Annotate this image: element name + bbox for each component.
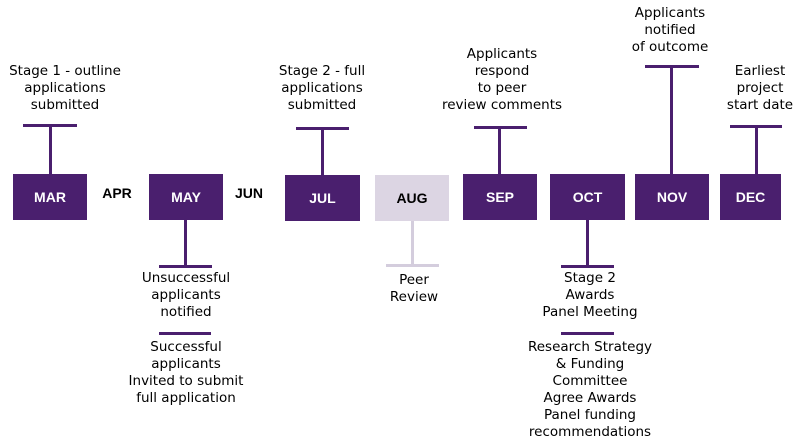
mar-connector-stem	[49, 124, 52, 174]
oct-divider	[561, 332, 614, 335]
successful-line-2: applicants	[151, 356, 221, 372]
peer-review-line-2: Review	[389, 289, 439, 305]
month-box-sep: SEP	[463, 174, 537, 220]
committee-line-2: & Funding	[555, 356, 625, 372]
may-connector-bar	[159, 265, 212, 268]
stage1-line-2: applications	[24, 80, 106, 96]
month-box-nov: NOV	[635, 174, 709, 220]
successful-line-1: Successful	[150, 339, 222, 355]
stage1-line-3: submitted	[30, 97, 100, 113]
month-box-oct: OCT	[550, 174, 625, 220]
unsuccessful-line-1: Unsuccessful	[141, 270, 231, 286]
dec-connector-stem	[755, 125, 758, 174]
start-line-1: Earliest	[734, 63, 786, 79]
start-line-2: project	[736, 80, 784, 96]
respond-line-2: respond	[474, 63, 530, 79]
may-divider	[159, 332, 211, 335]
panel-line-2: Awards	[565, 287, 615, 303]
committee-line-4: Agree Awards	[543, 390, 637, 406]
respond-line-3: to peer	[477, 80, 527, 96]
jul-connector-stem	[321, 127, 324, 175]
stage2-line-2: applications	[281, 80, 363, 96]
sep-connector-stem	[498, 126, 501, 174]
committee-line-3: Committee	[552, 373, 628, 389]
respond-line-1: Applicants	[466, 46, 538, 62]
committee-line-5: Panel funding	[543, 407, 637, 423]
successful-line-3: Invited to submit	[128, 373, 244, 389]
notified-line-3: of outcome	[631, 39, 709, 55]
month-box-mar: MAR	[13, 174, 87, 220]
respond-label: Applicants respond to peer review commen…	[440, 46, 564, 114]
stage1-label: Stage 1 - outline applications submitted	[0, 63, 132, 114]
month-box-jul: JUL	[285, 175, 360, 221]
successful-line-4: full application	[136, 390, 236, 406]
month-box-aug: AUG	[375, 175, 449, 221]
successful-label: Successful applicants Invited to submit …	[114, 339, 258, 407]
panel-line-3: Panel Meeting	[542, 304, 638, 320]
aug-connector-bar	[386, 264, 439, 267]
aug-connector-stem	[411, 221, 414, 266]
stage2-line-1: Stage 2 - full	[278, 63, 366, 79]
stage1-line-1: Stage 1 - outline	[9, 63, 121, 79]
month-box-dec: DEC	[720, 174, 781, 220]
peer-review-label: Peer Review	[374, 272, 454, 306]
stage2-line-3: submitted	[287, 97, 357, 113]
notified-line-1: Applicants	[634, 5, 706, 21]
unsuccessful-line-3: notified	[160, 304, 212, 320]
committee-line-1: Research Strategy	[527, 339, 653, 355]
oct-connector-bar	[561, 265, 614, 268]
notified-line-2: notified	[644, 22, 696, 38]
unsuccessful-line-2: applicants	[151, 287, 221, 303]
month-label-apr: APR	[102, 185, 132, 201]
start-date-label: Earliest project start date	[720, 63, 800, 114]
peer-review-line-1: Peer	[399, 272, 429, 288]
committee-line-6: recommendations	[528, 424, 652, 440]
notified-label: Applicants notified of outcome	[615, 5, 725, 56]
oct-connector-stem	[586, 220, 589, 267]
panel-meeting-label: Stage 2 Awards Panel Meeting	[530, 270, 650, 321]
month-box-may: MAY	[149, 174, 223, 220]
month-label-jun: JUN	[234, 185, 263, 201]
may-connector-stem	[184, 220, 187, 267]
start-line-3: start date	[726, 97, 794, 113]
unsuccessful-label: Unsuccessful applicants notified	[124, 270, 248, 321]
nov-connector-stem	[670, 65, 673, 174]
committee-label: Research Strategy & Funding Committee Ag…	[520, 339, 660, 441]
respond-line-4: review comments	[441, 97, 563, 113]
stage2-label: Stage 2 - full applications submitted	[260, 63, 384, 114]
panel-line-1: Stage 2	[564, 270, 616, 286]
